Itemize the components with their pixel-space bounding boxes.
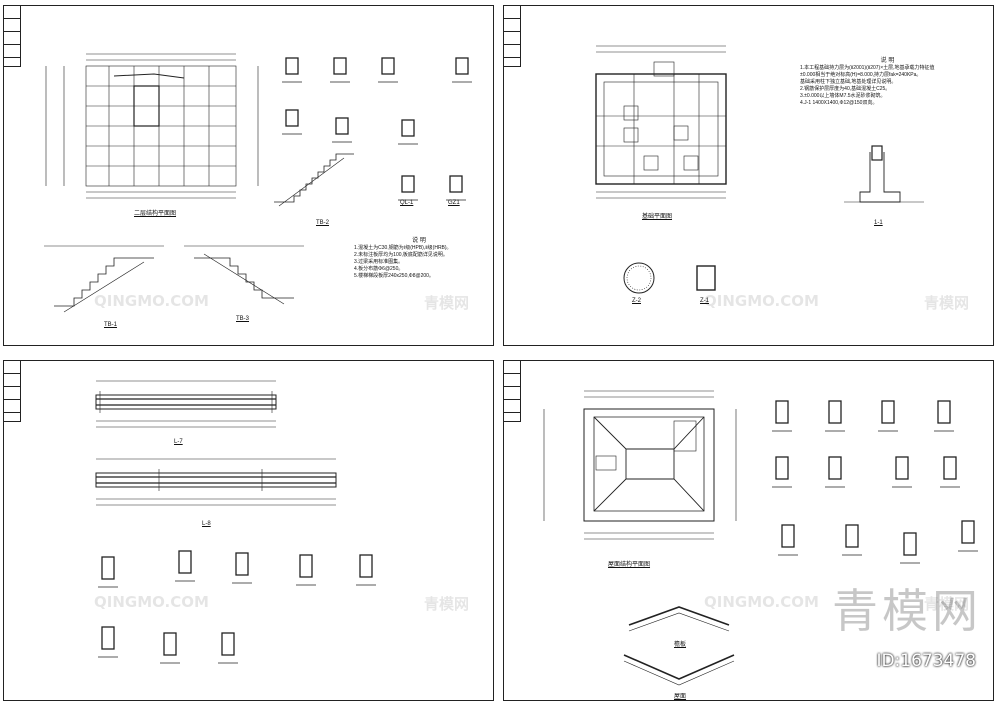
image-id-label: ID:1673478 xyxy=(876,651,976,671)
section-detail xyxy=(101,626,115,650)
detail-label-tb3: TB-3 xyxy=(236,316,250,322)
note-line: 1.本工程基础持力层为(Ⅱ2001)(Ⅱ207)×土层,地基承载力特征值 xyxy=(800,65,935,71)
section-detail xyxy=(401,175,415,193)
notes-title: 说 明 xyxy=(412,238,426,244)
section-detail xyxy=(775,400,789,424)
title-block xyxy=(4,6,21,67)
note-line: 5.楼梯梯段板厚240x250,Φ8@200。 xyxy=(354,273,434,279)
detail-label-tb1: TB-1 xyxy=(104,322,118,328)
section-detail xyxy=(828,400,842,424)
sheet-1-drawing xyxy=(44,53,472,313)
section-detail xyxy=(961,520,975,544)
title-block xyxy=(4,361,21,422)
detail-label-gz1: GZ1 xyxy=(448,200,460,206)
detail-label-ql1: QL-1 xyxy=(400,200,414,206)
detail-label-tb2: TB-2 xyxy=(316,220,330,226)
plan-title: 二层结构平面图 xyxy=(134,211,177,217)
roof-plan-outline xyxy=(583,408,715,522)
section-detail xyxy=(163,632,177,656)
section-detail xyxy=(881,400,895,424)
section-detail xyxy=(101,556,115,580)
section-label-z1: Z-1 xyxy=(700,298,709,304)
drawing-sheet-2: 基础平面图 Z-2 Z-1 1-1 说 明 1.本工程基础持力层为(Ⅱ2001)… xyxy=(503,5,994,346)
sheet-2-drawing xyxy=(595,45,924,294)
section-detail xyxy=(895,456,909,480)
note-line: 4.板分布筋Φ6@250。 xyxy=(354,266,404,272)
section-detail xyxy=(221,632,235,656)
section-detail xyxy=(178,550,192,574)
note-line: 基础采用柱下独立基础,地基处理详见说明。 xyxy=(800,79,897,85)
section-detail xyxy=(285,57,299,75)
section-detail xyxy=(775,456,789,480)
eave-label: 檐板 xyxy=(674,642,687,648)
section-detail xyxy=(333,57,347,75)
drawing-sheet-4: 屋面结构平面图 檐板 屋面 QINGMO.COM 青模网 xyxy=(503,360,994,701)
beam-label-l8: L-8 xyxy=(202,521,211,527)
watermark-logo-text: 青模网 xyxy=(832,584,982,638)
note-line: 4.J-1 1400X1400,Φ12@150双向。 xyxy=(800,100,878,106)
section-detail xyxy=(845,524,859,548)
section-detail xyxy=(299,554,313,578)
note-line: 3.过梁采用标准图集。 xyxy=(354,259,404,265)
plan-title: 基础平面图 xyxy=(642,214,673,220)
beam-label-l7: L-7 xyxy=(174,439,183,445)
section-detail xyxy=(335,117,349,135)
title-block xyxy=(504,6,521,67)
note-line: 2.未标注板厚均为100,板底配筋详见说明。 xyxy=(354,252,448,258)
note-line: ±0.000相当于绝对标高(H)=8.000,持力层fak=240KPa。 xyxy=(800,72,922,78)
notes-block: 说 明 1.混凝土为C30,钢筋为Ⅰ级(HPB),Ⅱ级(HRB)。 2.未标注板… xyxy=(354,238,484,280)
section-detail xyxy=(381,57,395,75)
section-detail xyxy=(285,109,299,127)
sheet-3-drawing xyxy=(95,380,376,664)
section-detail xyxy=(903,532,917,556)
section-detail xyxy=(943,456,957,480)
title-block xyxy=(504,361,521,422)
section-label-z2: Z-2 xyxy=(632,298,641,304)
section-detail xyxy=(449,175,463,193)
plan-title: 屋面结构平面图 xyxy=(608,562,651,568)
section-detail xyxy=(455,57,469,75)
section-detail xyxy=(235,552,249,576)
drawing-sheet-1: 二层结构平面图 TB-2 TB-1 TB-3 QL-1 GZ1 说 明 1.混凝… xyxy=(3,5,494,346)
section-detail xyxy=(401,119,415,137)
note-line: 3.±0.000以上墙体M7.5水泥砂浆砌筑。 xyxy=(800,93,886,99)
drawing-sheet-3: L-7 L-8 QINGMO.COM 青模网 xyxy=(3,360,494,701)
section-detail xyxy=(359,554,373,578)
note-line: 2.钢筋保护层厚度为40,基础混凝土C25。 xyxy=(800,86,891,92)
section-detail xyxy=(937,400,951,424)
notes-block: 说 明 1.本工程基础持力层为(Ⅱ2001)(Ⅱ207)×土层,地基承载力特征值… xyxy=(800,58,975,107)
note-line: 1.混凝土为C30,钢筋为Ⅰ级(HPB),Ⅱ级(HRB)。 xyxy=(354,245,452,251)
section-detail xyxy=(781,524,795,548)
sheet-4-drawing xyxy=(543,390,978,686)
roof-label: 屋面 xyxy=(674,694,687,700)
foundation-outline xyxy=(595,73,727,185)
notes-title: 说 明 xyxy=(880,58,895,64)
section-detail xyxy=(828,456,842,480)
section-label-1-1: 1-1 xyxy=(874,220,883,226)
